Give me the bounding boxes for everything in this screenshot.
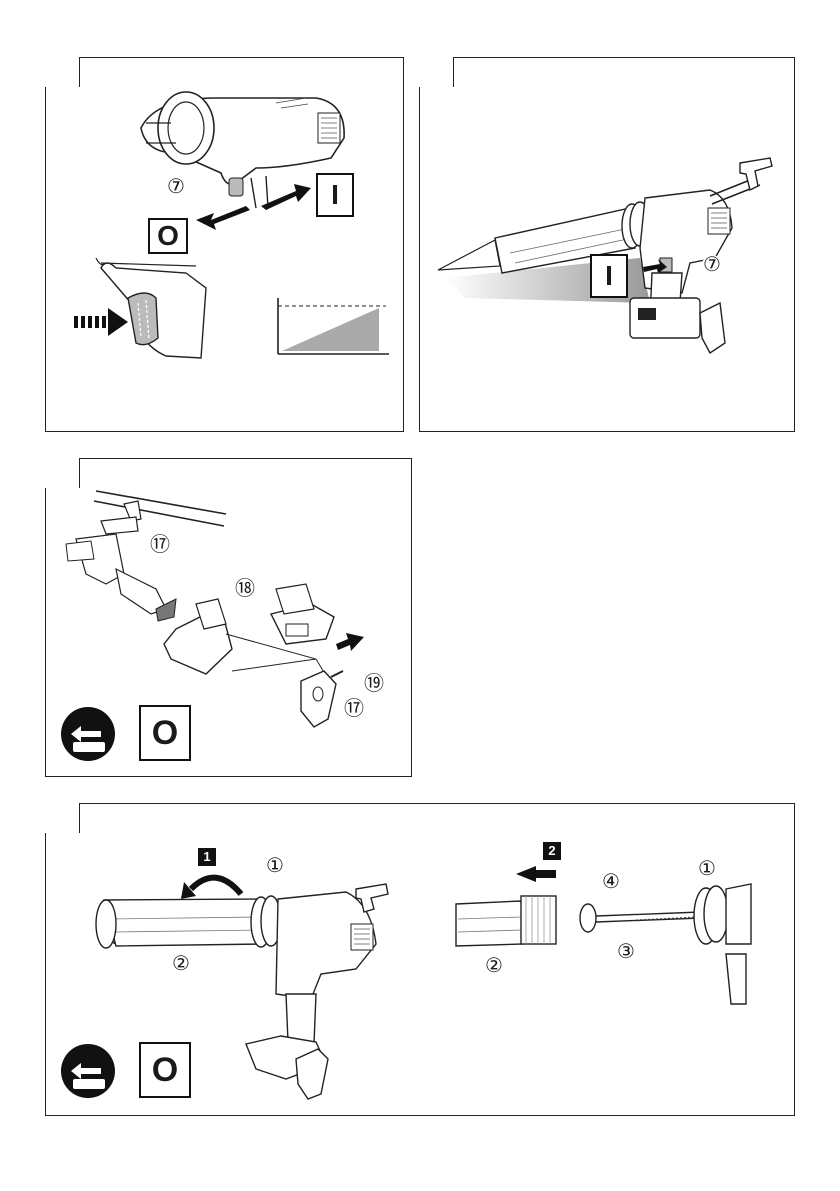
figure-panel-switch-operation: ⑦ O I [45, 57, 404, 432]
callout-tube-left: ② [171, 954, 191, 974]
caulking-gun-illustration [420, 58, 794, 431]
callout-tube-right: ② [484, 956, 504, 976]
callout-hook-bottom: ⑰ [344, 699, 364, 719]
hook-illustration [46, 459, 411, 776]
tool-illustration [46, 58, 403, 431]
off-symbol: O [148, 218, 188, 254]
step-two-badge: 2 [543, 842, 561, 860]
callout-base: ⑱ [235, 579, 255, 599]
callout-cap-left: ① [265, 856, 285, 876]
off-symbol: O [139, 705, 191, 761]
callout-rod: ③ [616, 942, 636, 962]
figure-panel-switch-on: I ⑦ [419, 57, 795, 432]
figure-panel-tube-removal: 1 2 ① ② ④ ① ③ ② O [45, 803, 795, 1116]
callout-switch: ⑦ [702, 255, 722, 275]
callout-cap-right: ① [697, 859, 717, 879]
callout-screw: ⑲ [364, 674, 384, 694]
callout-switch: ⑦ [166, 177, 186, 197]
on-symbol: I [590, 254, 628, 298]
callout-hook-top: ⑰ [150, 535, 170, 555]
off-symbol: O [139, 1042, 191, 1098]
callout-plunger: ④ [601, 872, 621, 892]
on-symbol: I [316, 173, 354, 217]
step-one-badge: 1 [198, 848, 216, 866]
figure-panel-hook-installation: ⑰ ⑱ ⑲ ⑰ O [45, 458, 412, 777]
